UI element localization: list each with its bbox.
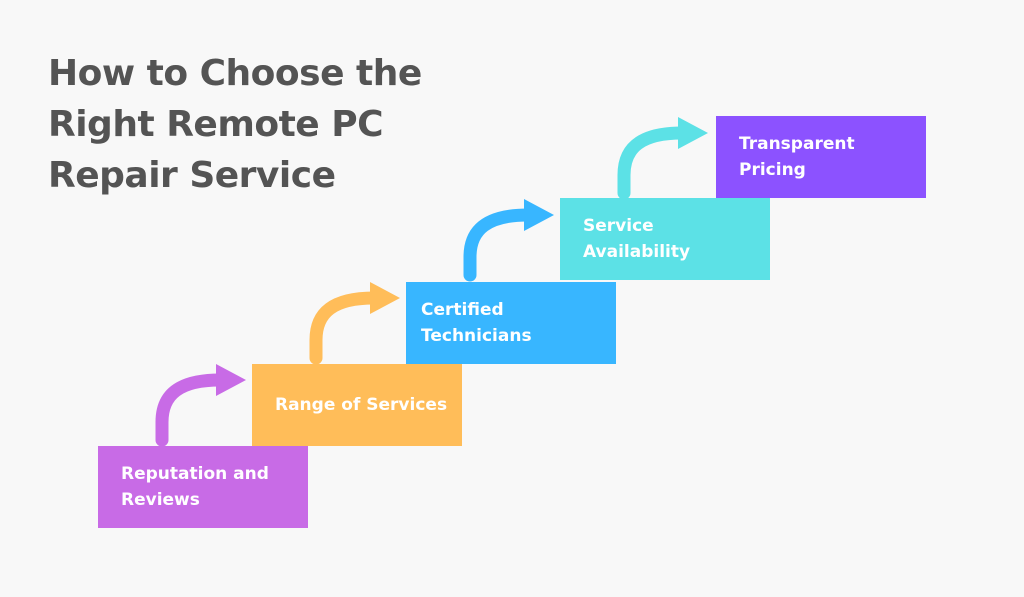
title-line-2: Right Remote PC xyxy=(48,104,384,145)
step-reputation-and-reviews: Reputation and Reviews xyxy=(98,446,308,528)
step-transparent-pricing: Transparent Pricing xyxy=(716,116,926,198)
curved-arrow-icon xyxy=(617,117,708,200)
step-label: Range of Services xyxy=(275,395,448,415)
step-certified-technicians: Certified Technicians xyxy=(406,282,616,364)
step-label: Service Availability xyxy=(583,216,691,262)
step-label: Transparent Pricing xyxy=(739,134,855,180)
step-service-availability: Service Availability xyxy=(560,198,770,280)
title-line-1: How to Choose the xyxy=(48,53,422,94)
title-line-3: Repair Service xyxy=(48,155,336,196)
step-range-of-services: Range of Services xyxy=(252,364,462,446)
step-label: Certified Technicians xyxy=(421,300,532,346)
curved-arrow-icon xyxy=(155,364,246,447)
page-title: How to Choose the Right Remote PC Repair… xyxy=(48,48,422,201)
step-label: Reputation and Reviews xyxy=(121,464,269,510)
curved-arrow-icon xyxy=(309,282,400,365)
curved-arrow-icon xyxy=(463,199,554,282)
